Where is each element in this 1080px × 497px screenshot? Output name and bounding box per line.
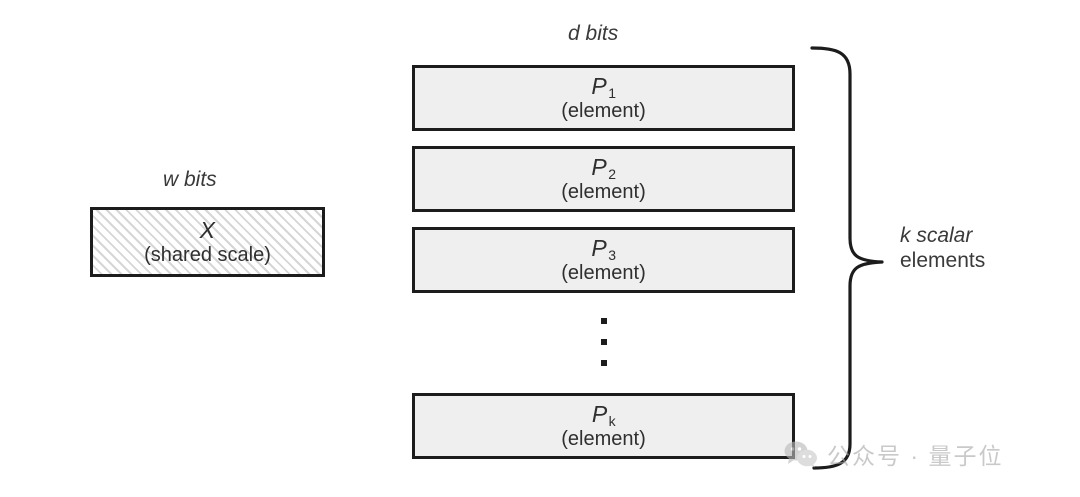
element-2-symbol: P2 bbox=[415, 153, 792, 182]
ellipsis-dot bbox=[601, 360, 607, 366]
element-box-2-text: P2 (element) bbox=[415, 153, 792, 203]
shared-scale-symbol: X bbox=[199, 216, 216, 243]
element-1-letter: P bbox=[591, 72, 608, 99]
vertical-ellipsis-icon bbox=[601, 318, 609, 381]
w-bits-label: w bits bbox=[163, 168, 217, 193]
shared-scale-box: X (shared scale) bbox=[90, 207, 325, 277]
brace-label-line2: elements bbox=[900, 248, 986, 272]
element-box-3: P3 (element) bbox=[412, 227, 795, 293]
element-1-caption: (element) bbox=[561, 99, 646, 122]
element-2-letter: P bbox=[591, 153, 608, 180]
brace-label-line1-text: k scalar bbox=[900, 224, 973, 247]
element-1-symbol: P1 bbox=[415, 72, 792, 101]
wechat-icon bbox=[784, 441, 817, 467]
element-k-symbol: Pk bbox=[415, 400, 792, 429]
element-3-caption: (element) bbox=[561, 261, 646, 284]
element-2-caption: (element) bbox=[561, 180, 646, 203]
watermark-text: 公众号 · 量子位 bbox=[827, 443, 1004, 469]
shared-scale-caption: (shared scale) bbox=[144, 243, 271, 266]
element-k-letter: P bbox=[591, 400, 608, 427]
curly-brace-icon bbox=[810, 46, 884, 470]
watermark: 公众号 · 量子位 bbox=[784, 437, 1003, 471]
element-box-3-text: P3 (element) bbox=[415, 234, 792, 284]
d-bits-symbol: d bits bbox=[568, 22, 619, 45]
ellipsis-dot bbox=[601, 318, 607, 324]
element-k-caption: (element) bbox=[561, 427, 646, 450]
brace-label: k scalar elements bbox=[900, 224, 985, 274]
element-3-letter: P bbox=[591, 234, 608, 261]
ellipsis-dot bbox=[601, 339, 607, 345]
element-box-1: P1 (element) bbox=[412, 65, 795, 131]
element-2-subscript: 2 bbox=[608, 165, 617, 182]
d-bits-label: d bits bbox=[568, 22, 618, 47]
element-3-subscript: 3 bbox=[608, 246, 617, 263]
w-bits-symbol: w bits bbox=[163, 168, 217, 191]
element-k-subscript: k bbox=[608, 412, 617, 429]
brace-label-line1: k scalar bbox=[900, 224, 985, 249]
element-box-1-text: P1 (element) bbox=[415, 72, 792, 122]
shared-scale-box-text: X (shared scale) bbox=[93, 216, 322, 266]
element-3-symbol: P3 bbox=[415, 234, 792, 263]
element-1-subscript: 1 bbox=[608, 84, 617, 101]
element-box-k: Pk (element) bbox=[412, 393, 795, 459]
element-box-2: P2 (element) bbox=[412, 146, 795, 212]
element-box-k-text: Pk (element) bbox=[415, 400, 792, 450]
